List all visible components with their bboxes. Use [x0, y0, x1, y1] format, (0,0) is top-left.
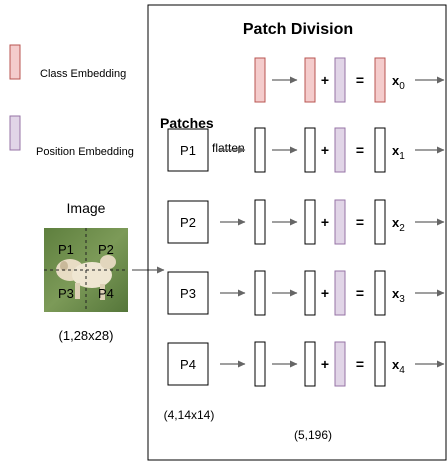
panel-title: Patch Division [243, 21, 353, 38]
patches-heading: Patches [160, 115, 214, 131]
position-embedding-bar-4 [334, 341, 346, 387]
output-label-base-3: x [392, 286, 400, 301]
token-bar-2 [304, 199, 316, 245]
image-title: Image [67, 200, 106, 216]
output-label-sub-0: 0 [399, 81, 405, 92]
output-bar-3 [374, 270, 386, 316]
patch-box-4 [167, 342, 209, 386]
patch-box-2 [167, 200, 209, 244]
image-patch-label-3: P3 [58, 286, 74, 301]
image-shape-label: (1,28x28) [59, 328, 114, 343]
equals-sign-2: = [356, 214, 364, 230]
position-embedding-bar-3 [334, 270, 346, 316]
token-bar-3 [304, 270, 316, 316]
class-embedding-label: Class Embedding [40, 68, 126, 80]
class-token-bar [254, 57, 266, 103]
equals-sign-3: = [356, 285, 364, 301]
position-embedding-bar-0 [334, 57, 346, 103]
patches-shape-label: (4,14x14) [164, 408, 215, 422]
output-label-base-2: x [392, 215, 400, 230]
position-embedding-bar-1 [334, 127, 346, 173]
output-label-base-4: x [392, 357, 400, 372]
output-label-sub-4: 4 [399, 365, 405, 376]
flattened-patch-bar-1 [254, 127, 266, 173]
output-label-base-0: x [392, 73, 400, 88]
flattened-patch-bar-4 [254, 341, 266, 387]
output-label-3: x3 [392, 286, 405, 305]
output-label-2: x2 [392, 215, 405, 234]
patch-box-label-3: P3 [180, 286, 196, 301]
output-label-base-1: x [392, 143, 400, 158]
token-bar-0 [304, 57, 316, 103]
plus-sign-2: + [321, 214, 329, 230]
image-patch-label-2: P2 [98, 242, 114, 257]
token-bar-4 [304, 341, 316, 387]
image-patch-label-1: P1 [58, 242, 74, 257]
equals-sign-4: = [356, 356, 364, 372]
flatten-label: flatten [212, 141, 245, 155]
position-embedding-swatch [9, 115, 21, 151]
output-bar-2 [374, 199, 386, 245]
patch-box-1 [167, 128, 209, 172]
patch-box-label-2: P2 [180, 215, 196, 230]
patch-box-label-1: P1 [180, 143, 196, 158]
output-bar-4 [374, 341, 386, 387]
plus-sign-1: + [321, 142, 329, 158]
flattened-patch-bar-2 [254, 199, 266, 245]
output-label-sub-1: 1 [399, 151, 405, 162]
output-label-0: x0 [392, 73, 405, 92]
class-embedding-swatch [9, 44, 21, 80]
equals-sign-0: = [356, 72, 364, 88]
plus-sign-0: + [321, 72, 329, 88]
patch-division-panel [147, 4, 447, 461]
output-label-sub-2: 2 [399, 223, 405, 234]
output-shape-label: (5,196) [294, 428, 332, 442]
output-label-sub-3: 3 [399, 294, 405, 305]
patch-box-label-4: P4 [180, 357, 196, 372]
output-label-4: x4 [392, 357, 405, 376]
position-embedding-label: Position Embedding [36, 146, 134, 158]
position-embedding-bar-2 [334, 199, 346, 245]
image-patch-label-4: P4 [98, 286, 114, 301]
output-bar-1 [374, 127, 386, 173]
plus-sign-4: + [321, 356, 329, 372]
output-bar-0 [374, 57, 386, 103]
plus-sign-3: + [321, 285, 329, 301]
flattened-patch-bar-3 [254, 270, 266, 316]
token-bar-1 [304, 127, 316, 173]
output-label-1: x1 [392, 143, 405, 162]
equals-sign-1: = [356, 142, 364, 158]
patch-box-3 [167, 271, 209, 315]
